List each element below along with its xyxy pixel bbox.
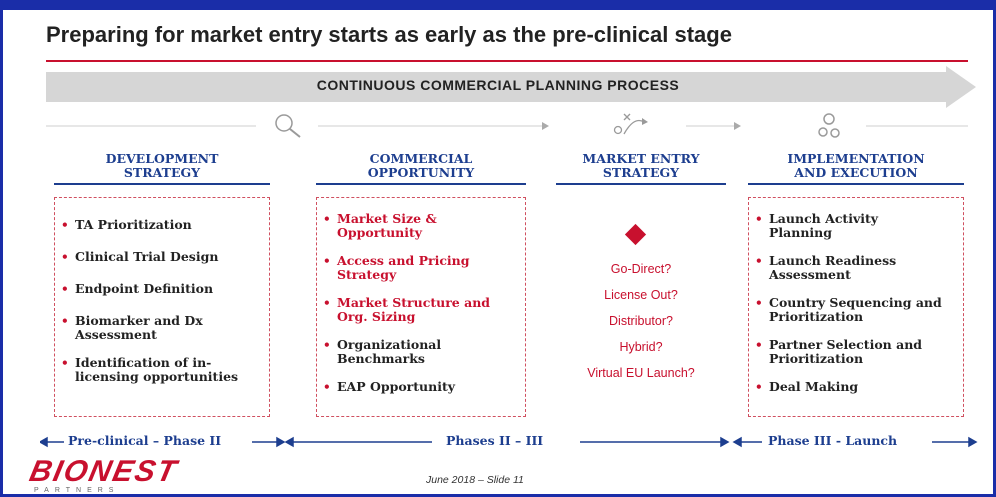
list-item: Launch Readiness Assessment (749, 254, 919, 282)
list-item: Market Structure and Org. Sizing (317, 296, 507, 324)
magnifier-icon (275, 114, 301, 138)
list-item: Deal Making (749, 380, 949, 395)
list-item: Endpoint Definition (55, 282, 245, 297)
phase-label-phases-2-3: Phases II – III (446, 433, 544, 448)
stage-heading-development: DEVELOPMENT STRATEGY (54, 152, 270, 180)
commercial-opportunity-box: Market Size & Opportunity Access and Pri… (316, 197, 526, 417)
stage-rule (316, 183, 526, 185)
stage-heading-line1: IMPLEMENTATION (787, 151, 925, 166)
list-item: EAP Opportunity (317, 380, 507, 395)
stage-heading-line2: STRATEGY (602, 165, 680, 180)
stage-heading-line2: AND EXECUTION (794, 165, 918, 180)
list-item: TA Prioritization (55, 218, 245, 233)
icon-row (46, 113, 968, 138)
list-item: Launch Activity Planning (749, 212, 909, 240)
phase-timeline (40, 436, 978, 448)
gears-icon (818, 113, 840, 138)
development-strategy-box: TA Prioritization Clinical Trial Design … (54, 197, 270, 417)
stage-heading-commercial: COMMERCIAL OPPORTUNITY (316, 152, 526, 180)
entry-option: Go-Direct? (610, 262, 672, 276)
entry-option: Virtual EU Launch? (587, 366, 695, 380)
stage-rule (748, 183, 964, 185)
list-item: Market Size & Opportunity (317, 212, 477, 240)
list-item: Country Sequencing and Prioritization (749, 296, 964, 324)
phase-label-preclinical: Pre-clinical – Phase II (68, 433, 222, 448)
slide-title: Preparing for market entry starts as ear… (46, 22, 732, 47)
implementation-box: Launch Activity Planning Launch Readines… (748, 197, 964, 417)
list-item: Clinical Trial Design (55, 250, 245, 265)
stage-heading-line2: STRATEGY (123, 165, 201, 180)
stage-heading-line1: MARKET ENTRY (582, 151, 700, 166)
market-entry-options: Go-Direct? License Out? Distributor? Hyb… (556, 256, 726, 386)
stage-heading-line2: OPPORTUNITY (367, 165, 475, 180)
process-arrow (46, 66, 976, 108)
stage-rule (54, 183, 270, 185)
logo-name: BIONEST (26, 455, 181, 488)
list-item: Partner Selection and Prioritization (749, 338, 944, 366)
stage-heading-market-entry: MARKET ENTRY STRATEGY (556, 152, 726, 180)
list-item: Identification of in-licensing opportuni… (55, 356, 250, 384)
title-rule (46, 60, 968, 62)
list-item: Access and Pricing Strategy (317, 254, 517, 282)
strategy-path-icon (613, 113, 648, 135)
footer-date: June 2018 – Slide 11 (426, 474, 524, 486)
entry-option: Hybrid? (619, 340, 663, 354)
list-item: Biomarker and Dx Assessment (55, 314, 235, 342)
process-label: CONTINUOUS COMMERCIAL PLANNING PROCESS (316, 77, 680, 93)
logo-subtitle: PARTNERS (34, 487, 120, 494)
top-band (3, 0, 996, 10)
stage-heading-line1: DEVELOPMENT (105, 151, 219, 166)
stage-heading-line1: COMMERCIAL (369, 151, 473, 166)
entry-option: Distributor? (609, 314, 673, 328)
stage-heading-implementation: IMPLEMENTATION AND EXECUTION (748, 152, 964, 180)
entry-option: License Out? (604, 288, 678, 302)
list-item: Organizational Benchmarks (317, 338, 477, 366)
stage-rule (556, 183, 726, 185)
phase-label-launch: Phase III - Launch (768, 433, 898, 448)
